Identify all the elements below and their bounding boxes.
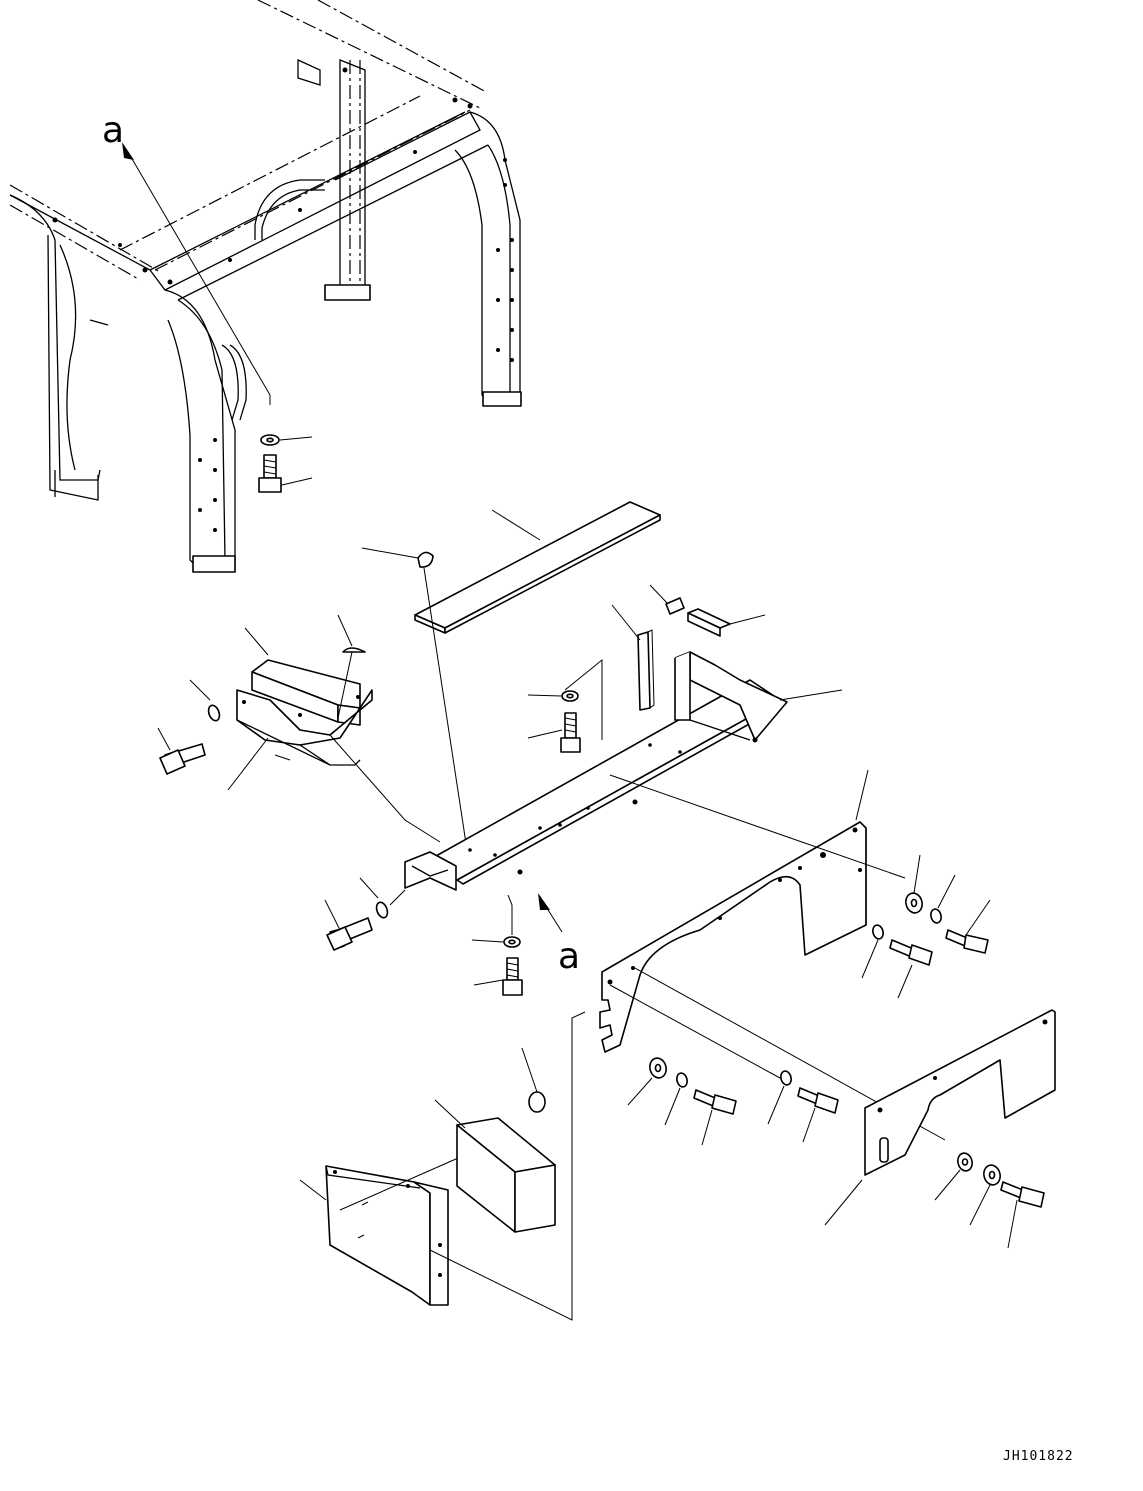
lower-right-fasteners	[934, 1152, 1045, 1249]
left-washer-bolt	[157, 679, 221, 775]
spacer-blocks	[649, 584, 766, 637]
small-patch	[361, 547, 468, 851]
center-washer-bolt	[527, 690, 581, 753]
cab-frame	[9, 0, 522, 573]
left-cover	[227, 627, 441, 843]
right-upper-fasteners	[861, 854, 991, 999]
cap	[337, 614, 366, 719]
long-pad	[414, 501, 661, 634]
vertical-strip	[611, 604, 655, 711]
view-label-bottom: a	[558, 936, 580, 977]
view-arrow-bottom: a	[538, 893, 580, 977]
floor-tray	[404, 651, 843, 891]
lower-right-panel	[824, 1009, 1056, 1226]
lower-pad	[434, 1099, 556, 1233]
lower-left-cover	[299, 1011, 586, 1321]
lower-center-washer-bolt	[324, 877, 523, 996]
view-arrow-top: a	[102, 110, 271, 405]
right-panel	[599, 769, 946, 1141]
drawing-code: JH101822	[1003, 1449, 1074, 1464]
upper-washer-bolt	[258, 434, 313, 493]
lower-patch	[521, 1047, 546, 1113]
view-label-top: a	[102, 110, 124, 151]
middle-fasteners	[627, 1057, 839, 1146]
